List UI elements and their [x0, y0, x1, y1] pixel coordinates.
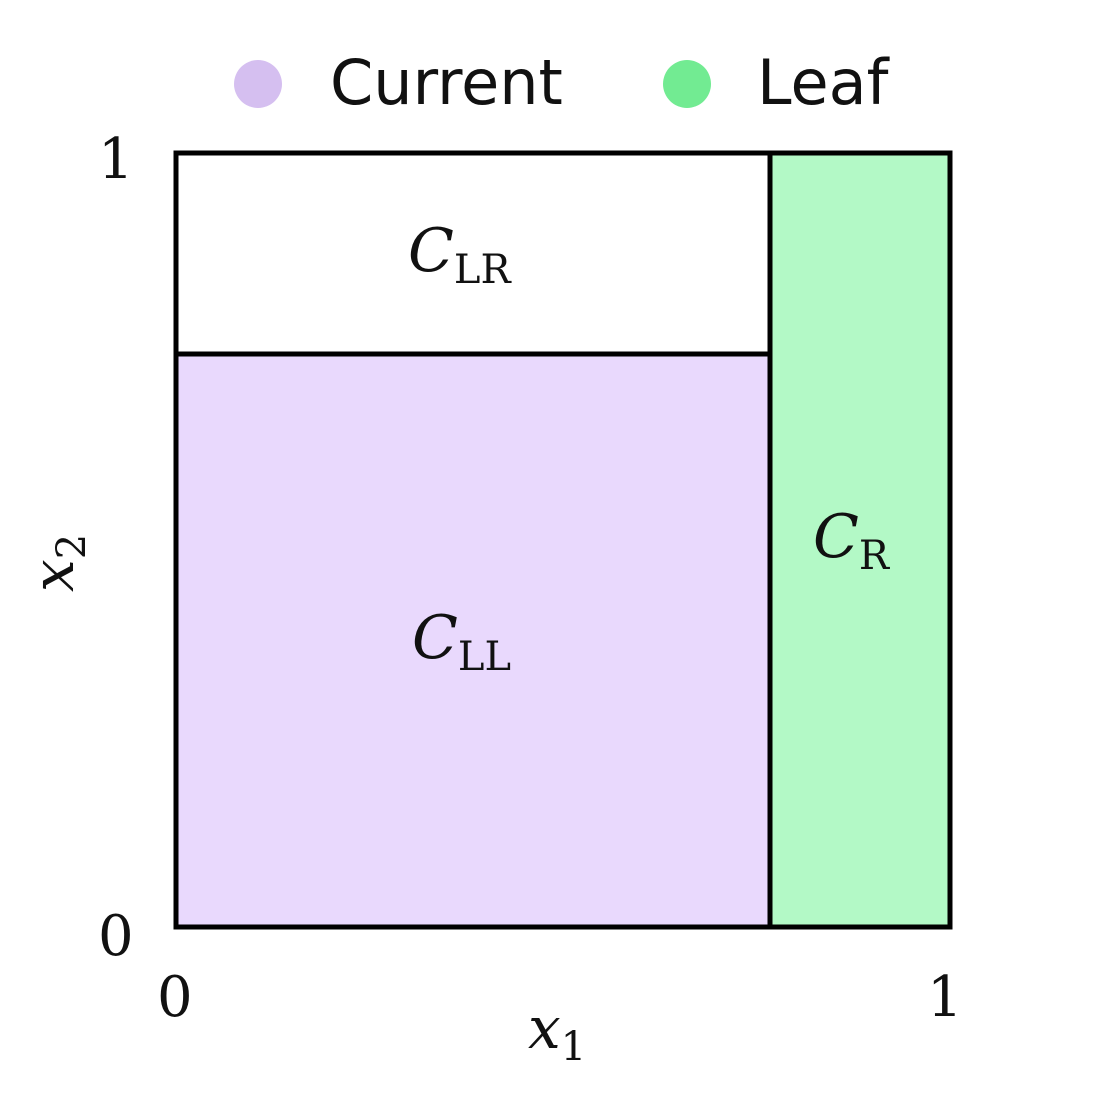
y-axis-label: x2: [19, 534, 95, 592]
region-lr: [176, 153, 770, 354]
legend-label-leaf: Leaf: [757, 46, 891, 119]
x-axis-label: x1: [528, 994, 586, 1070]
x-tick-0: 0: [157, 965, 193, 1030]
legend-label-current: Current: [330, 46, 563, 119]
region-label-ll: CLL: [412, 603, 511, 680]
borders: [173, 150, 953, 930]
region-label-lr: CLR: [408, 216, 512, 293]
y-tick-0: 0: [98, 904, 134, 969]
legend-marker-leaf: [663, 60, 711, 108]
legend: Current Leaf: [234, 46, 891, 119]
legend-marker-current: [234, 60, 282, 108]
region-ll: [176, 354, 770, 927]
regions: [176, 153, 950, 927]
region-label-r: CR: [813, 502, 891, 579]
y-tick-1: 1: [98, 127, 134, 192]
region-r: [770, 153, 950, 927]
x-tick-1: 1: [927, 965, 963, 1030]
domain-border: [173, 150, 953, 930]
